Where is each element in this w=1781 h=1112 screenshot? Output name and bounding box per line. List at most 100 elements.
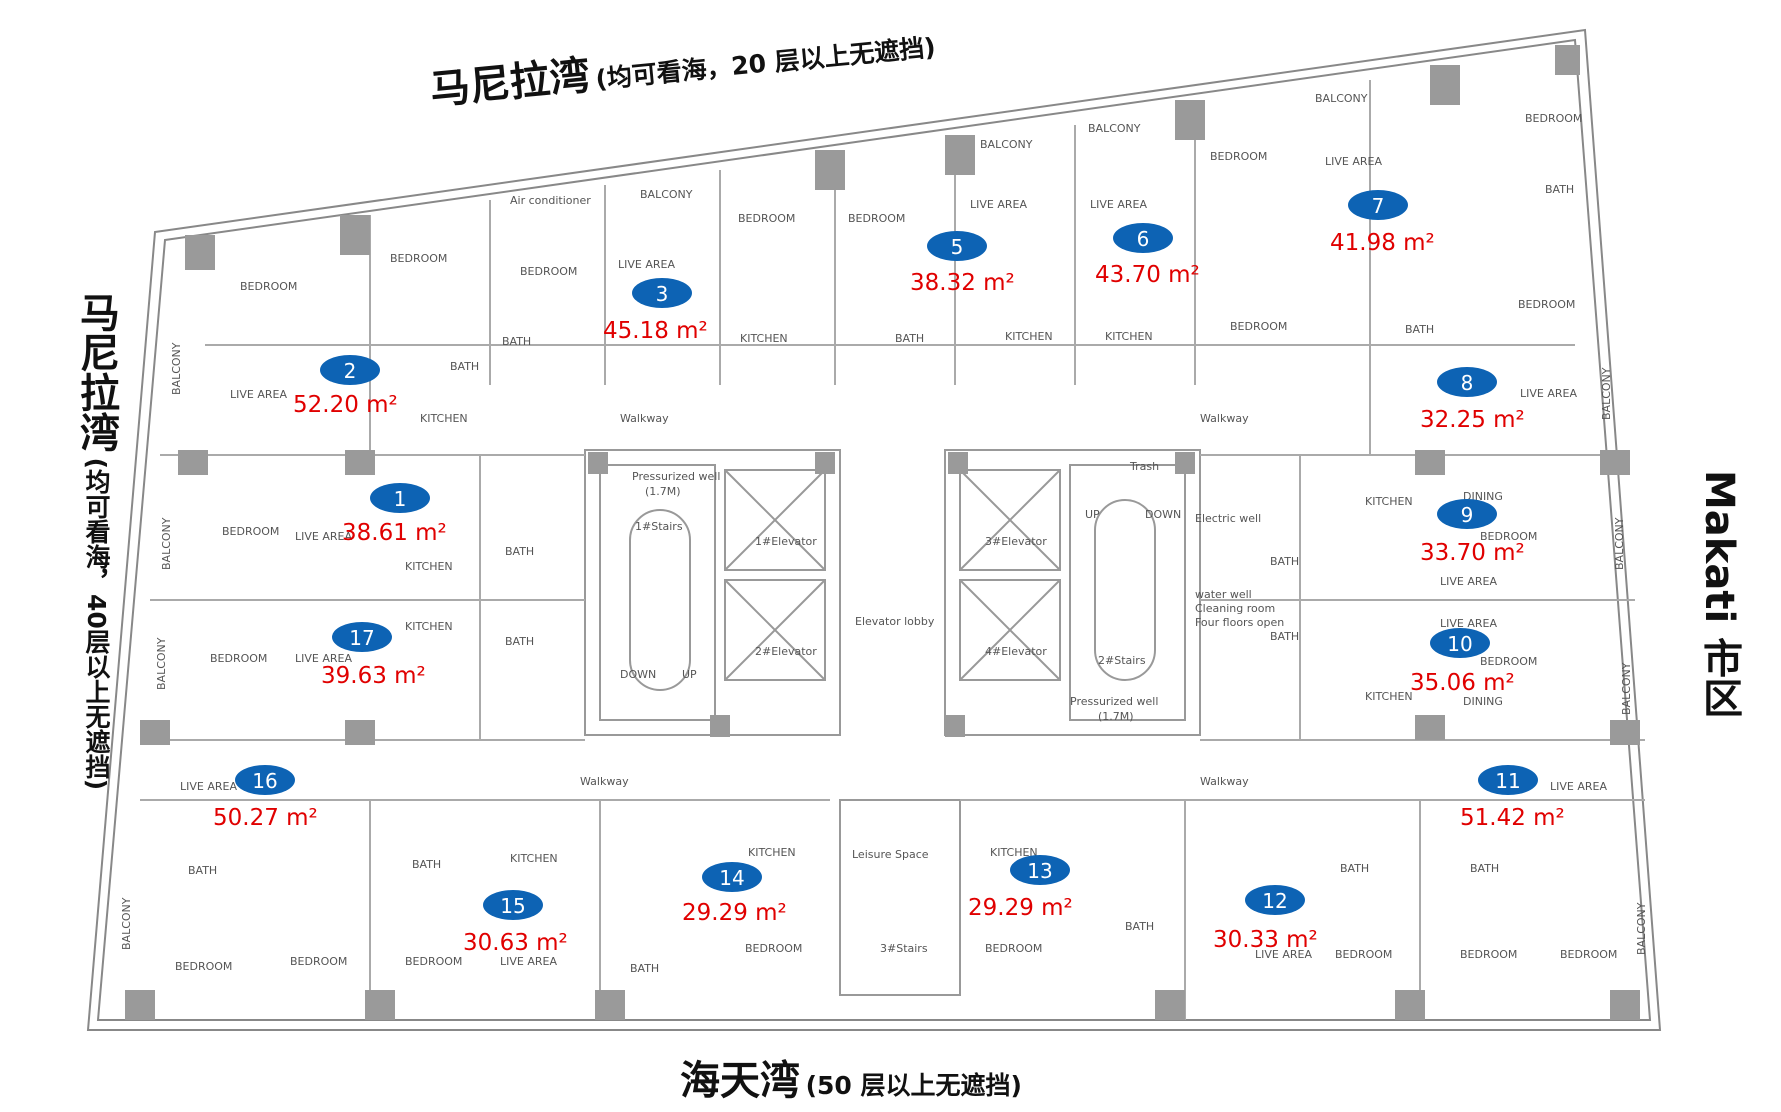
room-label: LIVE AREA xyxy=(1520,387,1577,400)
room-label: BEDROOM xyxy=(1460,948,1517,961)
room-label: KITCHEN xyxy=(1365,690,1413,703)
unit-area-2: 52.20 m² xyxy=(293,392,398,418)
room-label: Cleaning room xyxy=(1195,602,1275,615)
room-label: BEDROOM xyxy=(390,252,447,265)
room-label: LIVE AREA xyxy=(500,955,557,968)
unit-number-2: 2 xyxy=(344,359,357,383)
unit-number-12: 12 xyxy=(1262,889,1287,913)
room-label: 4#Elevator xyxy=(985,645,1047,658)
room-label: 3#Elevator xyxy=(985,535,1047,548)
unit-area-14: 29.29 m² xyxy=(682,900,787,926)
unit-area-6: 43.70 m² xyxy=(1095,262,1200,288)
room-label: LIVE AREA xyxy=(1090,198,1147,211)
room-label: LIVE AREA xyxy=(1440,617,1497,630)
room-label: LIVE AREA xyxy=(1255,948,1312,961)
room-label: BALCONY xyxy=(1620,662,1633,715)
room-label: DINING xyxy=(1463,695,1503,708)
room-label: Air conditioner xyxy=(510,194,591,207)
room-label: BATH xyxy=(1125,920,1154,933)
label-south: 海天湾 (50 层以上无遮挡) xyxy=(680,1048,1022,1106)
outer-walls xyxy=(86,28,1662,1031)
room-label: BEDROOM xyxy=(290,955,347,968)
unit-area-8: 32.25 m² xyxy=(1420,407,1525,433)
room-label: Elevator lobby xyxy=(855,615,935,628)
room-label: BEDROOM xyxy=(210,652,267,665)
unit-area-13: 29.29 m² xyxy=(968,895,1073,921)
room-label: DOWN xyxy=(620,668,656,681)
unit-number-10: 10 xyxy=(1447,632,1472,656)
room-label: BATH xyxy=(1270,555,1299,568)
room-label: BATH xyxy=(188,864,217,877)
room-label: BEDROOM xyxy=(1518,298,1575,311)
room-label: UP xyxy=(682,668,697,681)
unit-number-6: 6 xyxy=(1137,227,1150,251)
unit-number-14: 14 xyxy=(719,866,744,890)
room-label: 1#Elevator xyxy=(755,535,817,548)
room-label: Walkway xyxy=(1200,412,1249,425)
room-label: KITCHEN xyxy=(740,332,788,345)
unit-area-5: 38.32 m² xyxy=(910,270,1015,296)
room-label: BEDROOM xyxy=(985,942,1042,955)
room-label: water well xyxy=(1195,588,1252,601)
unit-number-9: 9 xyxy=(1461,503,1474,527)
room-label: KITCHEN xyxy=(1365,495,1413,508)
room-label: BATH xyxy=(895,332,924,345)
room-label: KITCHEN xyxy=(510,852,558,865)
unit-area-15: 30.63 m² xyxy=(463,930,568,956)
room-label: UP xyxy=(1085,508,1100,521)
unit-marker-9 xyxy=(1437,499,1497,529)
room-label: BATH xyxy=(412,858,441,871)
unit-number-15: 15 xyxy=(500,894,525,918)
unit-area-12: 30.33 m² xyxy=(1213,927,1318,953)
label-west: 马尼拉湾 (均可看海，40层以上无遮挡) xyxy=(48,292,119,791)
room-label: BEDROOM xyxy=(848,212,905,225)
room-label: BALCONY xyxy=(160,517,173,570)
unit-number-7: 7 xyxy=(1372,194,1385,218)
room-label: Pressurized well xyxy=(1070,695,1158,708)
room-label: BATH xyxy=(450,360,479,373)
room-label: Walkway xyxy=(580,775,629,788)
core-block xyxy=(584,449,1201,996)
room-label: (1.7M) xyxy=(645,485,681,498)
room-label: BALCONY xyxy=(1315,92,1368,105)
unit-area-17: 39.63 m² xyxy=(321,663,426,689)
room-label: 1#Stairs xyxy=(635,520,683,533)
east-view-name: Makati 市区 xyxy=(1696,470,1742,718)
room-label: LIVE AREA xyxy=(1440,575,1497,588)
room-label: (1.7M) xyxy=(1098,710,1134,723)
west-view-note: (均可看海，40层以上无遮挡) xyxy=(82,457,111,791)
room-label: 2#Stairs xyxy=(1098,654,1146,667)
unit-marker-10 xyxy=(1430,628,1490,658)
room-label: BEDROOM xyxy=(745,942,802,955)
room-label: Leisure Space xyxy=(852,848,929,861)
unit-number-3: 3 xyxy=(656,282,669,306)
unit-number-11: 11 xyxy=(1495,769,1520,793)
unit-marker-11 xyxy=(1478,765,1538,795)
room-label: BEDROOM xyxy=(1230,320,1287,333)
unit-area-3: 45.18 m² xyxy=(603,318,708,344)
room-label: BALCONY xyxy=(1088,122,1141,135)
room-label: BATH xyxy=(1270,630,1299,643)
room-label: BALCONY xyxy=(980,138,1033,151)
room-label: 2#Elevator xyxy=(755,645,817,658)
room-label: BALCONY xyxy=(1600,367,1613,420)
room-label: BATH xyxy=(1405,323,1434,336)
columns xyxy=(125,45,1640,1020)
unit-marker-5 xyxy=(927,231,987,261)
room-label: BEDROOM xyxy=(1335,948,1392,961)
room-label: BEDROOM xyxy=(175,960,232,973)
unit-area-11: 51.42 m² xyxy=(1460,805,1565,831)
room-label: LIVE AREA xyxy=(295,652,352,665)
unit-area-10: 35.06 m² xyxy=(1410,670,1515,696)
room-label: BEDROOM xyxy=(1560,948,1617,961)
room-label: LIVE AREA xyxy=(180,780,237,793)
room-label: KITCHEN xyxy=(1005,330,1053,343)
room-label: BATH xyxy=(505,545,534,558)
room-label: KITCHEN xyxy=(748,846,796,859)
room-label: 3#Stairs xyxy=(880,942,928,955)
unit-marker-6 xyxy=(1113,223,1173,253)
room-label: LIVE AREA xyxy=(970,198,1027,211)
unit-number-13: 13 xyxy=(1027,859,1052,883)
room-label: BATH xyxy=(1470,862,1499,875)
